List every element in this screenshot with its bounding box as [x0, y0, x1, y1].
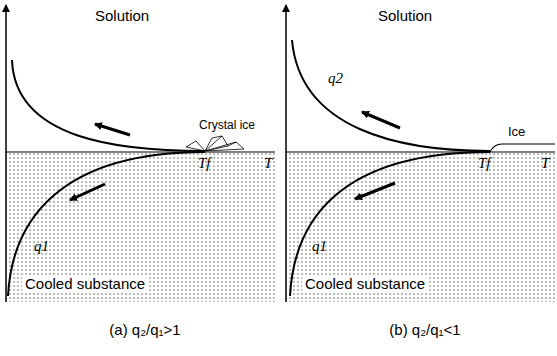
heat-flux-curve [290, 152, 490, 296]
panel-caption: (a) q₂/q₁>1 [109, 322, 180, 338]
axis-label: Tf [198, 155, 211, 171]
axis-line [285, 5, 287, 302]
region-label: Solution [95, 8, 149, 24]
heat-flux-curve [12, 60, 205, 151]
flow-arrow [362, 112, 400, 128]
substance-region: Cooled substance [6, 153, 275, 301]
region-label: Cooled substance [302, 275, 428, 293]
crystal-ice [186, 136, 244, 151]
heat-flux-curve [8, 152, 205, 296]
panel-caption: (b) q₂/q₁<1 [389, 322, 460, 338]
axis-line [286, 152, 555, 153]
axis-label: T [264, 155, 272, 171]
part-label: Crystal ice [199, 117, 255, 133]
ice-layer [490, 144, 555, 152]
flow-arrow [95, 124, 130, 135]
axis-line [6, 152, 275, 153]
axis-line [5, 5, 7, 302]
flow-arrow [70, 184, 105, 200]
region-label: Solution [378, 8, 432, 24]
flux-label: q2 [328, 70, 343, 86]
flux-label: q1 [312, 238, 327, 254]
region-label: Cooled substance [22, 275, 148, 293]
part-label: Ice [508, 124, 525, 140]
axis-label: T [541, 155, 549, 171]
flow-arrow [355, 183, 395, 199]
dotted-region [286, 152, 555, 302]
dotted-region [6, 152, 275, 302]
flux-label: q1 [34, 238, 49, 254]
heat-flux-curve [292, 40, 490, 151]
substance-region: Cooled substance [286, 153, 555, 301]
axis-label: Tf [478, 155, 491, 171]
